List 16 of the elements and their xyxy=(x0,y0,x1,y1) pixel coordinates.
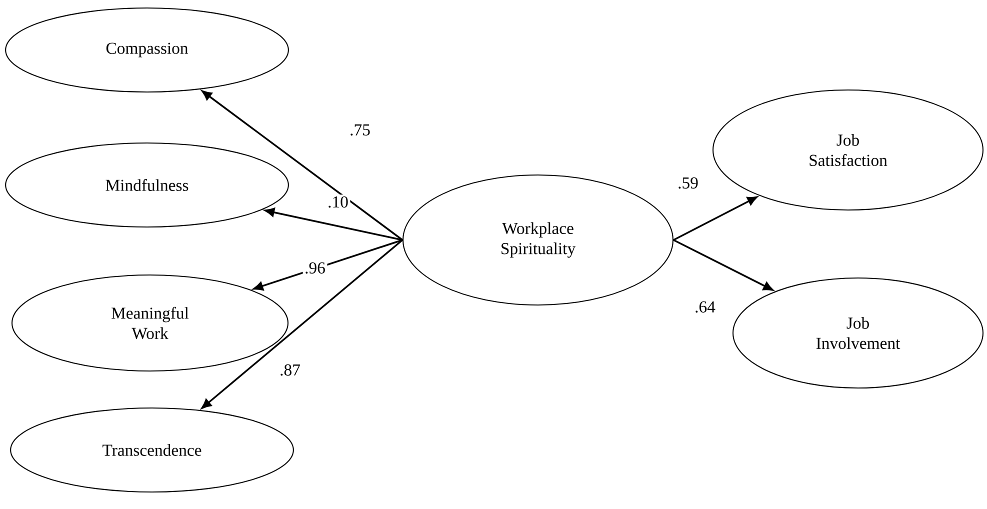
edge-label: .75 xyxy=(348,122,372,138)
ellipse-node: Job Satisfaction xyxy=(712,89,984,211)
edge-label: .64 xyxy=(692,300,718,314)
edge-label: .10 xyxy=(326,194,350,210)
arrow xyxy=(673,239,774,291)
arrow xyxy=(201,239,404,409)
arrow xyxy=(264,208,403,241)
ellipse-node: Job Involvement xyxy=(732,277,984,389)
ellipse-node: Mindfulness xyxy=(5,142,289,228)
arrow xyxy=(673,196,758,241)
ellipse-node: Compassion xyxy=(5,7,289,93)
edge-label: .59 xyxy=(676,176,700,190)
ellipse-node: Workplace Spirituality xyxy=(402,174,674,306)
arrow xyxy=(202,90,403,241)
edge-label: .96 xyxy=(302,260,328,276)
ellipse-node: Transcendence xyxy=(10,407,294,493)
